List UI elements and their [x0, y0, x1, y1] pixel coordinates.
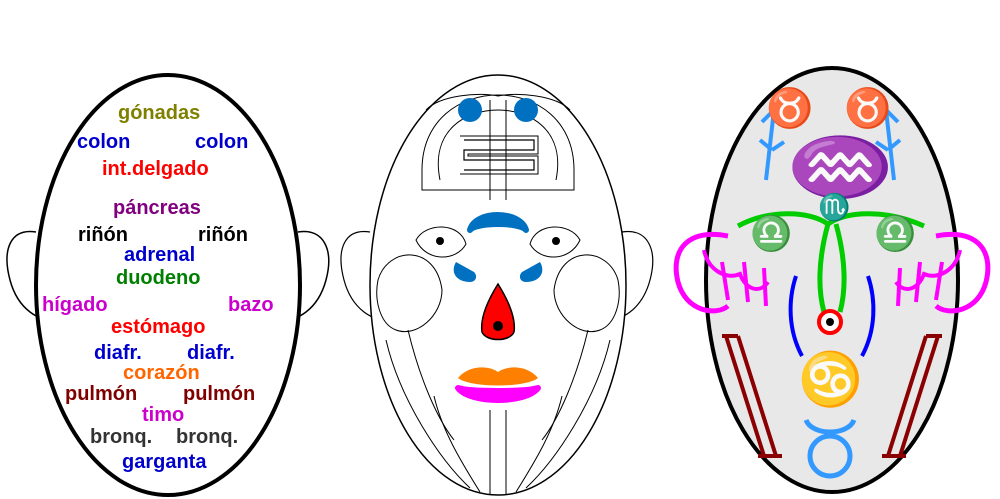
label-pancreas: páncreas [113, 197, 201, 219]
organ-zone-drawing [340, 74, 654, 496]
gonad-left [458, 98, 482, 122]
taurus-glyph-right: ♉ [844, 88, 892, 130]
label-rinon-right: riñón [198, 224, 248, 246]
organ-label-face-outline [6, 73, 330, 497]
organ-label-face: gónadas colon colon int.delgado páncreas… [0, 0, 335, 499]
gonad-right [514, 98, 538, 122]
nose-green-line [817, 223, 847, 313]
upper-lip-heart-zone [458, 367, 538, 386]
kidney-right [519, 262, 543, 282]
label-diafr-left: diafr. [94, 342, 142, 364]
bronchi-lines [407, 329, 589, 441]
label-diafr-right: diafr. [187, 342, 235, 364]
organ-zone-face [330, 0, 670, 499]
label-bazo: bazo [228, 294, 274, 316]
kidney-left [453, 262, 477, 282]
zodiac-face-drawing [673, 66, 991, 494]
right-column-symbol [882, 334, 942, 458]
label-colon-left: colon [77, 131, 131, 153]
label-duodeno: duodeno [116, 267, 201, 289]
left-arrow-symbol [758, 108, 786, 181]
right-cheek-zone [553, 254, 620, 333]
scorpio-glyph: ♏ [818, 192, 851, 222]
label-garganta: garganta [122, 451, 207, 473]
label-rinon-left: riñón [78, 224, 128, 246]
right-ear-magenta [934, 231, 991, 314]
right-arrow-symbol [874, 108, 902, 181]
jaw-lines [385, 339, 611, 489]
nose-dot [493, 321, 503, 331]
label-higado: hígado [42, 294, 108, 316]
small-intestine-zone [463, 139, 535, 171]
left-column-symbol [722, 334, 782, 458]
nose-target-dot [826, 318, 834, 326]
face-oval [34, 73, 302, 497]
right-cheek-bracket [860, 275, 876, 357]
small-intestine-outline [460, 135, 539, 175]
libra-glyph-left: ♎ [750, 215, 793, 253]
label-bronq-left: bronq. [90, 426, 153, 448]
taurus-circle [807, 433, 853, 479]
lower-lip-thymus-zone [455, 385, 541, 403]
taurus-horns [803, 418, 857, 435]
libra-glyph-right: ♎ [874, 215, 917, 253]
right-pupil [552, 237, 560, 245]
zodiac-face: ♉ ♉ ♒ ♏ ♎ ♎ ♋ [668, 0, 1000, 499]
label-colon-right: colon [195, 131, 249, 153]
throat-lines [489, 410, 507, 494]
left-pupil [436, 237, 444, 245]
label-int-delgado: int.delgado [102, 158, 209, 180]
cancer-glyph: ♋ [798, 351, 863, 409]
stomach-nose-zone [480, 282, 516, 341]
left-cheek-bracket [788, 275, 804, 357]
aquarius-glyph: ♒ [786, 135, 895, 200]
taurus-glyph-left: ♉ [766, 88, 814, 130]
gonad-link [425, 93, 571, 111]
left-cheek-hands [702, 249, 770, 307]
label-pulmon-left: pulmón [65, 383, 138, 405]
label-corazon: corazón [123, 362, 200, 384]
colon-zone [437, 109, 559, 181]
right-cheek-hands [894, 249, 962, 307]
label-pulmon-right: pulmón [183, 383, 256, 405]
lung-lines [433, 395, 563, 493]
left-ear-magenta [673, 231, 730, 314]
label-adrenal: adrenal [124, 244, 196, 266]
label-bronq-right: bronq. [176, 426, 239, 448]
label-timo: timo [142, 404, 185, 426]
left-cheek-zone [376, 254, 443, 333]
label-estomago: estómago [111, 316, 206, 338]
eyebrow-green-line [736, 211, 926, 229]
pancreas-zone [467, 212, 529, 233]
label-gonadas: gónadas [118, 102, 201, 124]
